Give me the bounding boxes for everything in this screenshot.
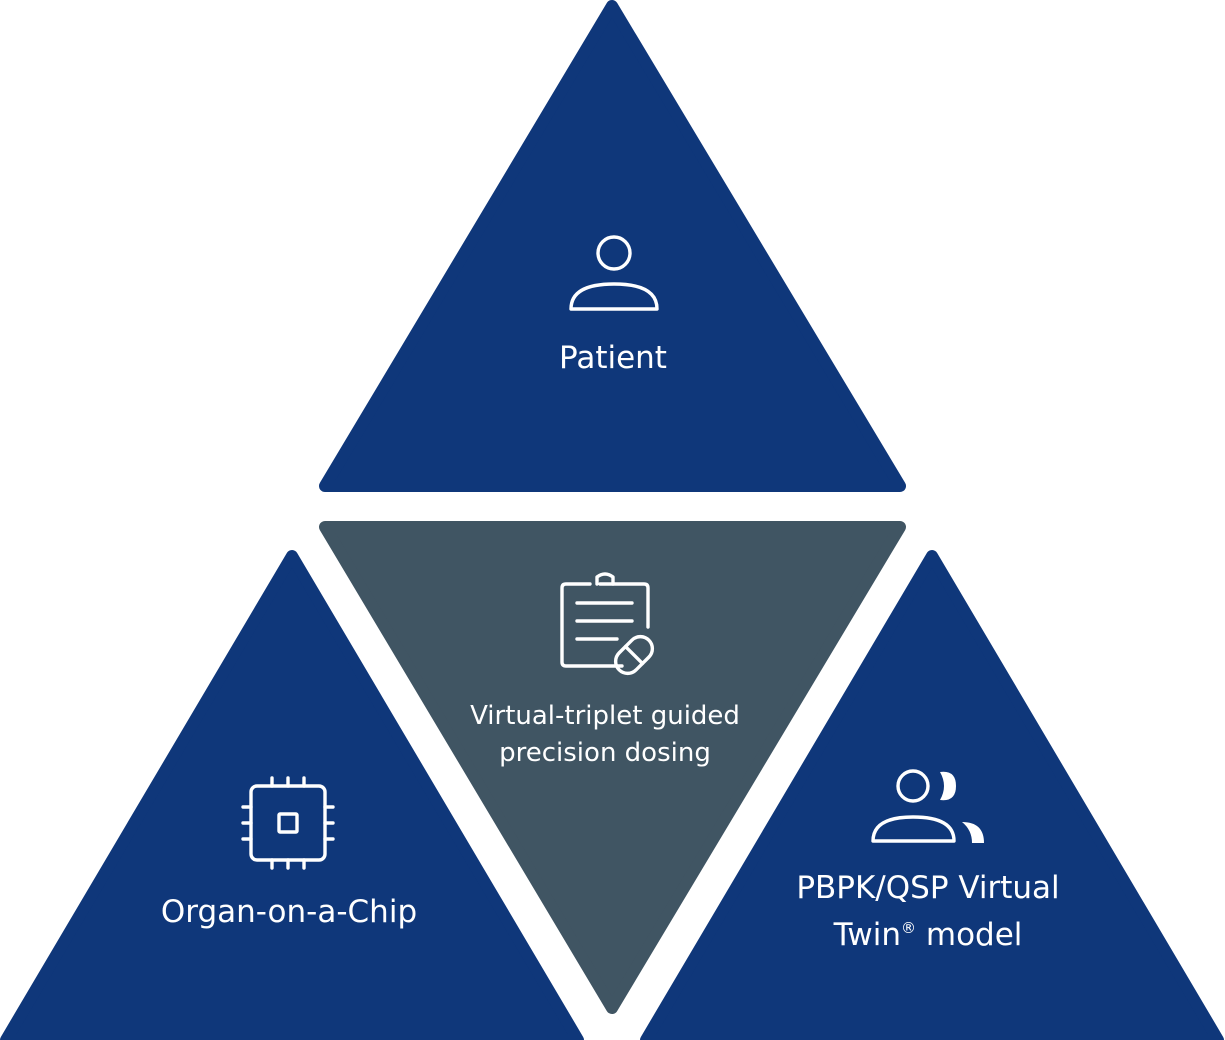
patient-label: Patient <box>559 340 667 376</box>
virtual-twin-triangle <box>640 550 1224 1040</box>
person-icon <box>569 235 659 311</box>
organ-chip-segment: Organ-on-a-Chip <box>0 550 584 1040</box>
precision-dosing-triangle <box>319 521 906 1014</box>
precision-dosing-label-line2: precision dosing <box>499 738 711 768</box>
organ-chip-triangle <box>0 550 584 1040</box>
virtual-twin-label-line1: PBPK/QSP Virtual <box>796 870 1059 906</box>
virtual-twin-label-line2: Twin® model <box>833 917 1023 953</box>
virtual-twin-label-twin: Twin <box>833 917 901 953</box>
precision-dosing-label-line1: Virtual-triplet guided <box>470 701 740 731</box>
patient-segment: Patient <box>319 0 906 492</box>
patient-triangle <box>319 0 906 492</box>
precision-dosing-segment: Virtual-triplet guided precision dosing <box>319 521 906 1014</box>
virtual-twin-segment: PBPK/QSP Virtual Twin® model <box>640 550 1224 1040</box>
clipboard-pill-icon <box>560 572 655 676</box>
person-twin-icon <box>871 769 984 843</box>
chip-icon <box>241 776 335 870</box>
virtual-twin-label-model: model <box>916 917 1022 953</box>
organ-chip-label: Organ-on-a-Chip <box>161 894 417 930</box>
registered-mark: ® <box>901 919 916 937</box>
